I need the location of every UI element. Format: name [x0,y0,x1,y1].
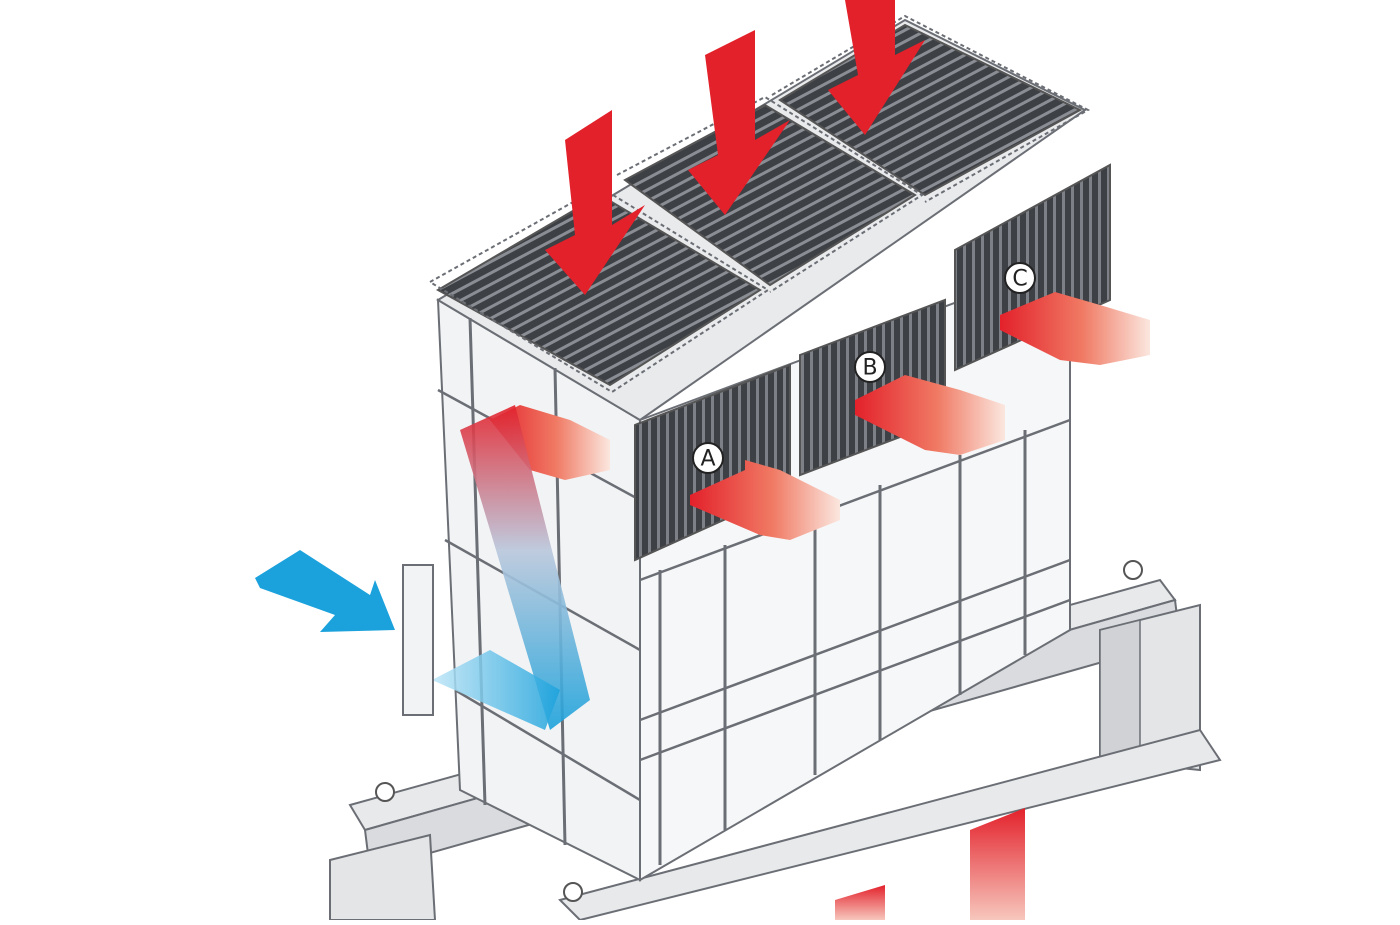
svg-text:A: A [700,447,715,472]
module-label-b: B [854,351,886,383]
svg-text:B: B [862,356,877,381]
heated-outlet-arrow-icon [490,292,1150,540]
module-label-a: A [692,442,724,474]
bottom-outlet-arrow-icon [835,808,1025,920]
lifting-lug-icon [375,560,1143,902]
hot-gas-inlet-arrow-icon [545,0,925,295]
internal-flow-duct [432,405,590,730]
module-labels: A B C [692,262,1036,474]
cold-air-inlet-arrow-icon [255,550,434,716]
svg-text:C: C [1012,267,1027,292]
side-tube-banks [634,163,1111,562]
top-tube-banks [429,14,1091,394]
module-label-c: C [1004,262,1036,294]
